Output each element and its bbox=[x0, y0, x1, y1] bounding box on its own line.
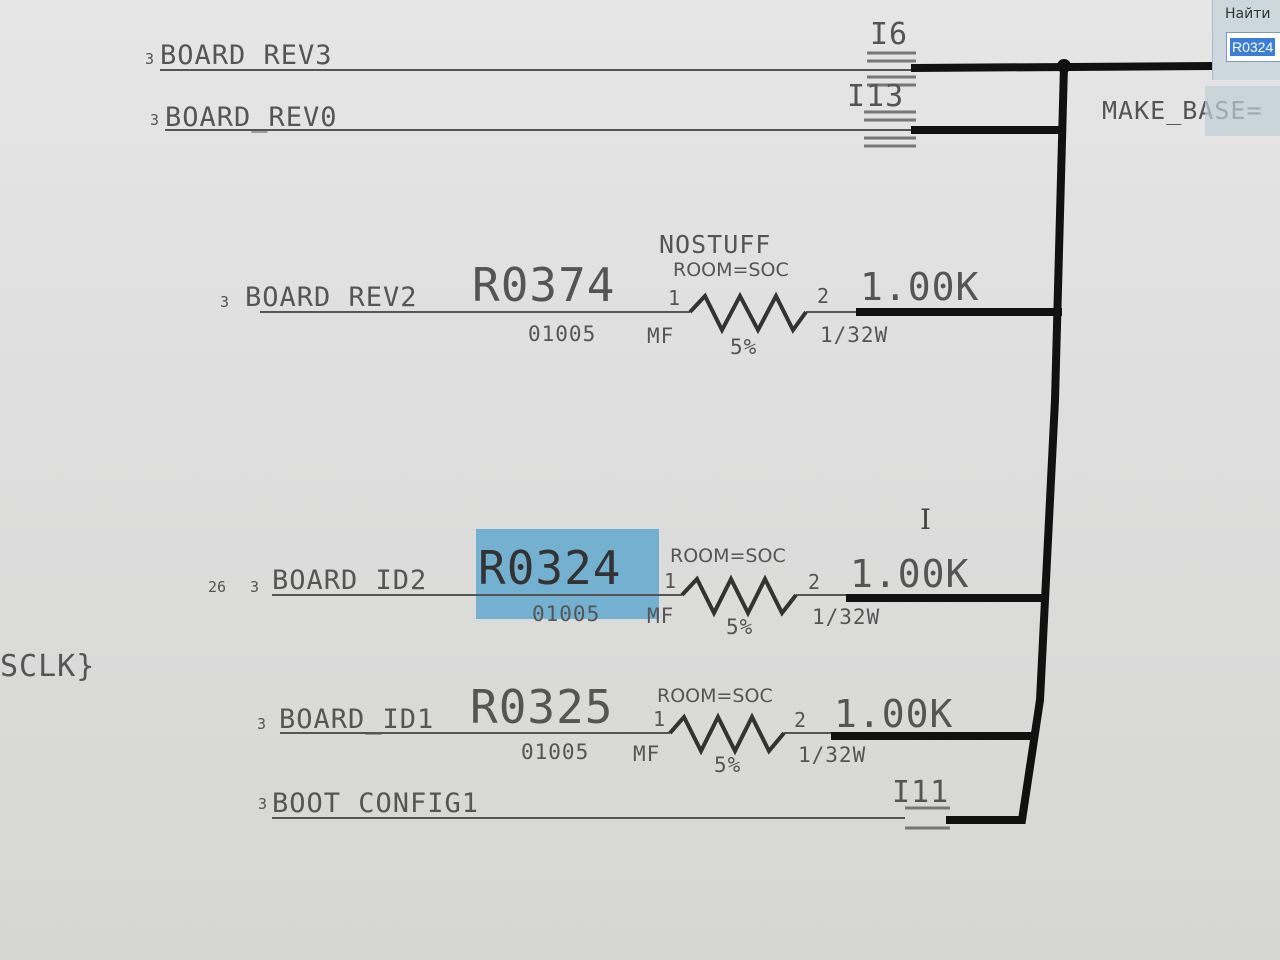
r0324-pin1: 1 bbox=[664, 569, 677, 593]
net-label-board-id2[interactable]: BOARD_ID2 bbox=[272, 565, 428, 596]
r0324-ref[interactable]: R0324 bbox=[478, 541, 622, 595]
instance-i11[interactable]: I11 bbox=[892, 775, 950, 810]
r0374-value: 1.00K bbox=[860, 265, 980, 309]
sheet-ref: 3 bbox=[250, 578, 260, 596]
r0374-ref[interactable]: R0374 bbox=[472, 258, 616, 312]
r0374-pin2: 2 bbox=[817, 284, 830, 308]
sheet-ref: 3 bbox=[258, 795, 268, 813]
r0325-package: 01005 bbox=[521, 740, 590, 764]
r0324-room: ROOM=SOC bbox=[670, 545, 786, 567]
sheet-ref: 3 bbox=[257, 715, 267, 733]
r0325-pin1: 1 bbox=[653, 707, 666, 731]
r0324-value: 1.00K bbox=[850, 552, 970, 596]
net-label-boot-config1[interactable]: BOOT_CONFIG1 bbox=[272, 788, 480, 819]
instance-i6[interactable]: I6 bbox=[870, 17, 909, 52]
bus-vertical bbox=[946, 61, 1069, 824]
text-cursor-icon: I bbox=[920, 503, 932, 536]
r0325-value: 1.00K bbox=[834, 692, 954, 736]
search-highlight bbox=[476, 529, 659, 619]
find-dialog-shadow bbox=[1205, 86, 1280, 136]
r0324-package: 01005 bbox=[532, 602, 601, 626]
r0324-pin2: 2 bbox=[808, 570, 821, 594]
r0374-power: 1/32W bbox=[820, 323, 889, 347]
r0324-material: MF bbox=[647, 604, 675, 628]
r0374-tolerance: 5% bbox=[730, 335, 758, 359]
find-input-value[interactable]: R0324 bbox=[1230, 38, 1276, 56]
net-label-board-rev2[interactable]: BOARD_REV2 bbox=[245, 282, 418, 313]
find-label: Найти bbox=[1225, 6, 1271, 22]
r0374-room: ROOM=SOC bbox=[673, 259, 789, 281]
sheet-ref: 3 bbox=[150, 111, 160, 129]
instance-i13[interactable]: I13 bbox=[847, 79, 905, 114]
net-label-board-rev0[interactable]: BOARD_REV0 bbox=[165, 102, 338, 133]
sheet-ref: 3 bbox=[145, 50, 155, 68]
net-label-board-id1[interactable]: BOARD_ID1 bbox=[279, 704, 435, 735]
resistor-r0325-symbol bbox=[668, 712, 786, 756]
r0374-material: MF bbox=[647, 324, 675, 348]
resistor-r0324-symbol bbox=[680, 574, 798, 618]
r0324-tolerance: 5% bbox=[726, 615, 754, 639]
r0325-room: ROOM=SOC bbox=[657, 685, 773, 707]
net-label-board-rev3[interactable]: BOARD_REV3 bbox=[160, 40, 333, 71]
resistor-r0374-symbol bbox=[688, 291, 808, 335]
r0325-ref[interactable]: R0325 bbox=[470, 680, 614, 734]
r0374-option: NOSTUFF bbox=[659, 230, 772, 259]
r0374-pin1: 1 bbox=[668, 286, 681, 310]
find-input[interactable]: R0324 bbox=[1226, 32, 1280, 62]
off-page-text: SCLK} bbox=[0, 649, 96, 684]
r0325-tolerance: 5% bbox=[714, 753, 742, 777]
r0325-power: 1/32W bbox=[798, 743, 867, 767]
r0325-pin2: 2 bbox=[794, 708, 807, 732]
r0325-material: MF bbox=[633, 742, 661, 766]
sheet-ref: 3 bbox=[220, 293, 230, 311]
page-ref: 26 bbox=[208, 578, 227, 596]
r0374-package: 01005 bbox=[528, 322, 597, 346]
r0324-power: 1/32W bbox=[812, 605, 881, 629]
